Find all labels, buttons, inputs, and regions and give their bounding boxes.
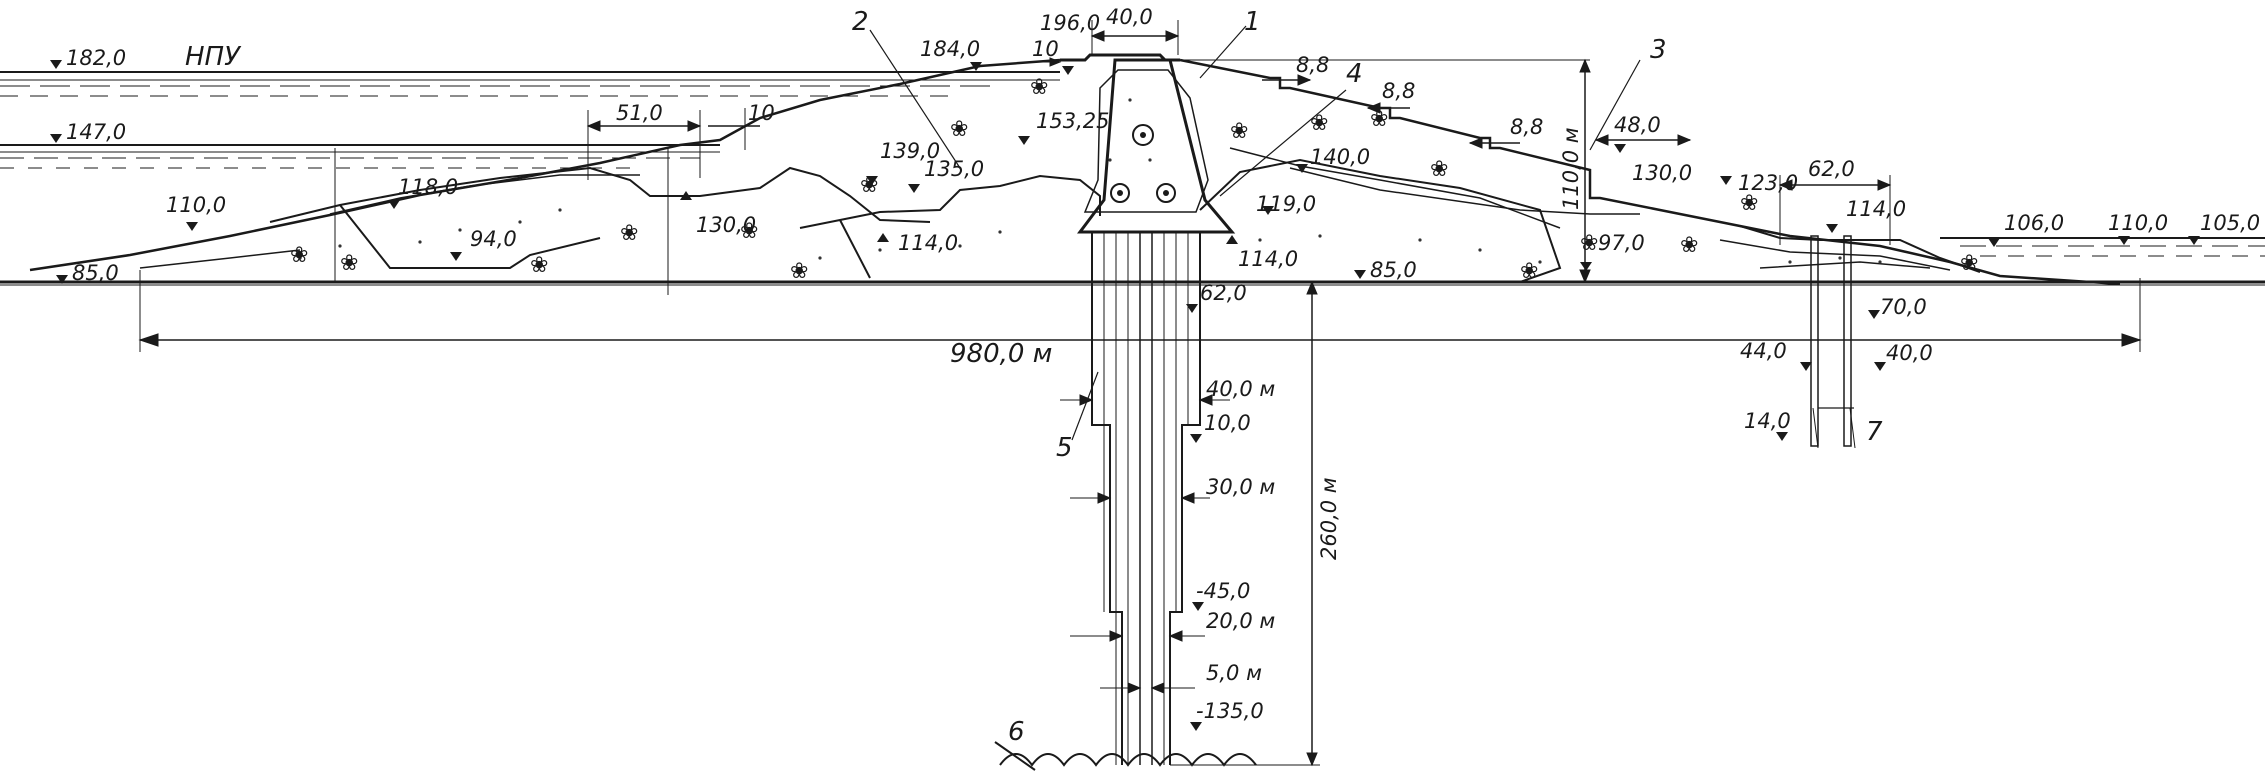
svg-text:❀: ❀ — [1310, 111, 1328, 136]
dam-body — [29, 53, 2121, 286]
callout-6: 6 — [1008, 717, 1025, 747]
elevation-14: 14,0 — [1744, 409, 1791, 433]
callout-5: 5 — [1056, 433, 1073, 463]
elevation-114-upstream: 114,0 — [898, 231, 958, 255]
upstream-water — [0, 71, 1060, 169]
elevation-139: 139,0 — [880, 139, 940, 163]
svg-text:❀: ❀ — [1680, 233, 1698, 258]
svg-text:❀: ❀ — [1520, 259, 1538, 284]
callout-4: 4 — [1346, 59, 1363, 89]
callout-numbers: 1 2 3 4 5 6 7 — [852, 7, 1883, 747]
depth-260-label: 260,0 м — [1317, 477, 1341, 560]
elevation-62: 62,0 — [1200, 281, 1247, 305]
elevation-10: 10,0 — [1204, 411, 1251, 435]
elevation-markers — [50, 60, 2200, 731]
svg-text:❀: ❀ — [290, 243, 308, 268]
rock-boundary — [999, 753, 1257, 767]
elevation-105: 105,0 — [2200, 211, 2260, 235]
elevation-94: 94,0 — [470, 227, 517, 251]
rockfill-symbols: ❀❀❀ ❀❀❀ ❀❀❀ ❀❀❀ ❀❀❀ ❀❀❀ — [290, 75, 1978, 284]
elevation-135: 135,0 — [924, 157, 984, 181]
width-20-label: 20,0 м — [1206, 609, 1275, 633]
dimension-8-8-b: 8,8 — [1382, 79, 1415, 103]
svg-text:❀: ❀ — [1230, 119, 1248, 144]
callout-3: 3 — [1650, 35, 1667, 65]
elevation-119: 119,0 — [1256, 192, 1316, 216]
elevation-130-downstream: 130,0 — [1632, 161, 1692, 185]
svg-text:❀: ❀ — [530, 253, 548, 278]
elevation-184: 184,0 — [920, 37, 980, 61]
elevation-85-downstream: 85,0 — [1370, 258, 1417, 282]
elevation-114-downstream: 114,0 — [1846, 197, 1906, 221]
dimension-8-8-c: 8,8 — [1510, 115, 1543, 139]
svg-text:❀: ❀ — [340, 251, 358, 276]
elevation-labels: 182,0 НПУ 147,0 110,0 85,0 118,0 94,0 13… — [66, 11, 2260, 723]
dimension-62: 62,0 — [1808, 157, 1855, 181]
elevation-40: 40,0 — [1886, 341, 1933, 365]
svg-text:❀: ❀ — [1580, 231, 1598, 256]
normal-water-level-label: НПУ — [185, 42, 242, 72]
elevation-123: 123,0 — [1738, 171, 1798, 195]
dimension-10-crest: 10 — [1032, 37, 1059, 61]
crest-width-label: 40,0 — [1106, 5, 1153, 29]
elevation-110-downstream: 110,0 — [2108, 211, 2168, 235]
gallery-icon — [1132, 124, 1154, 146]
elevation-196: 196,0 — [1040, 11, 1100, 35]
dimension-51: 51,0 — [616, 101, 663, 125]
dimension-labels: 40,0 51,0 10 10 8,8 8,8 8,8 48,0 62,0 11… — [616, 5, 1855, 685]
fill-stipple — [298, 98, 1882, 264]
elevation-140: 140,0 — [1310, 145, 1370, 169]
gallery-icon — [1110, 183, 1130, 203]
dimension-lines — [138, 20, 2142, 767]
elevation-minus-45: -45,0 — [1196, 579, 1250, 603]
gallery-icon — [1156, 183, 1176, 203]
elevation-110-upstream: 110,0 — [166, 193, 226, 217]
svg-text:❀: ❀ — [1030, 75, 1048, 100]
elevation-44: 44,0 — [1740, 339, 1787, 363]
elevation-153-25: 153,25 — [1036, 109, 1109, 133]
svg-text:❀: ❀ — [950, 117, 968, 142]
elevation-118: 118,0 — [398, 175, 458, 199]
svg-text:❀: ❀ — [790, 259, 808, 284]
elevation-minus-135: -135,0 — [1196, 699, 1264, 723]
callout-7: 7 — [1866, 417, 1883, 447]
svg-text:❀: ❀ — [740, 219, 758, 244]
dimension-10-upstream: 10 — [748, 101, 775, 125]
svg-text:❀: ❀ — [1740, 191, 1758, 216]
callout-1: 1 — [1244, 7, 1261, 37]
svg-text:❀: ❀ — [1370, 107, 1388, 132]
drainage-wells — [1810, 235, 1856, 449]
dimension-8-8-a: 8,8 — [1296, 53, 1329, 77]
dimension-48: 48,0 — [1614, 113, 1661, 137]
downstream-water — [1940, 237, 2265, 257]
elevation-85-upstream: 85,0 — [72, 261, 119, 285]
width-5-label: 5,0 м — [1206, 661, 1262, 685]
grout-curtain — [1091, 232, 1201, 765]
elevation-147: 147,0 — [66, 120, 126, 144]
elevation-70: 70,0 — [1880, 295, 1927, 319]
elevation-106: 106,0 — [2004, 211, 2064, 235]
width-30-label: 30,0 м — [1206, 475, 1275, 499]
svg-text:❀: ❀ — [620, 221, 638, 246]
elevation-130-upstream: 130,0 — [696, 213, 756, 237]
height-110-label: 110,0 м — [1559, 127, 1583, 210]
callouts — [869, 25, 1854, 441]
elevation-182: 182,0 — [66, 46, 126, 70]
base-length-label: 980,0 м — [950, 339, 1052, 369]
svg-text:❀: ❀ — [1430, 157, 1448, 182]
elevation-97: 97,0 — [1598, 231, 1645, 255]
elevation-114-core: 114,0 — [1238, 247, 1298, 271]
callout-2: 2 — [852, 7, 869, 37]
width-40-label: 40,0 м — [1206, 377, 1275, 401]
svg-text:❀: ❀ — [1960, 251, 1978, 276]
